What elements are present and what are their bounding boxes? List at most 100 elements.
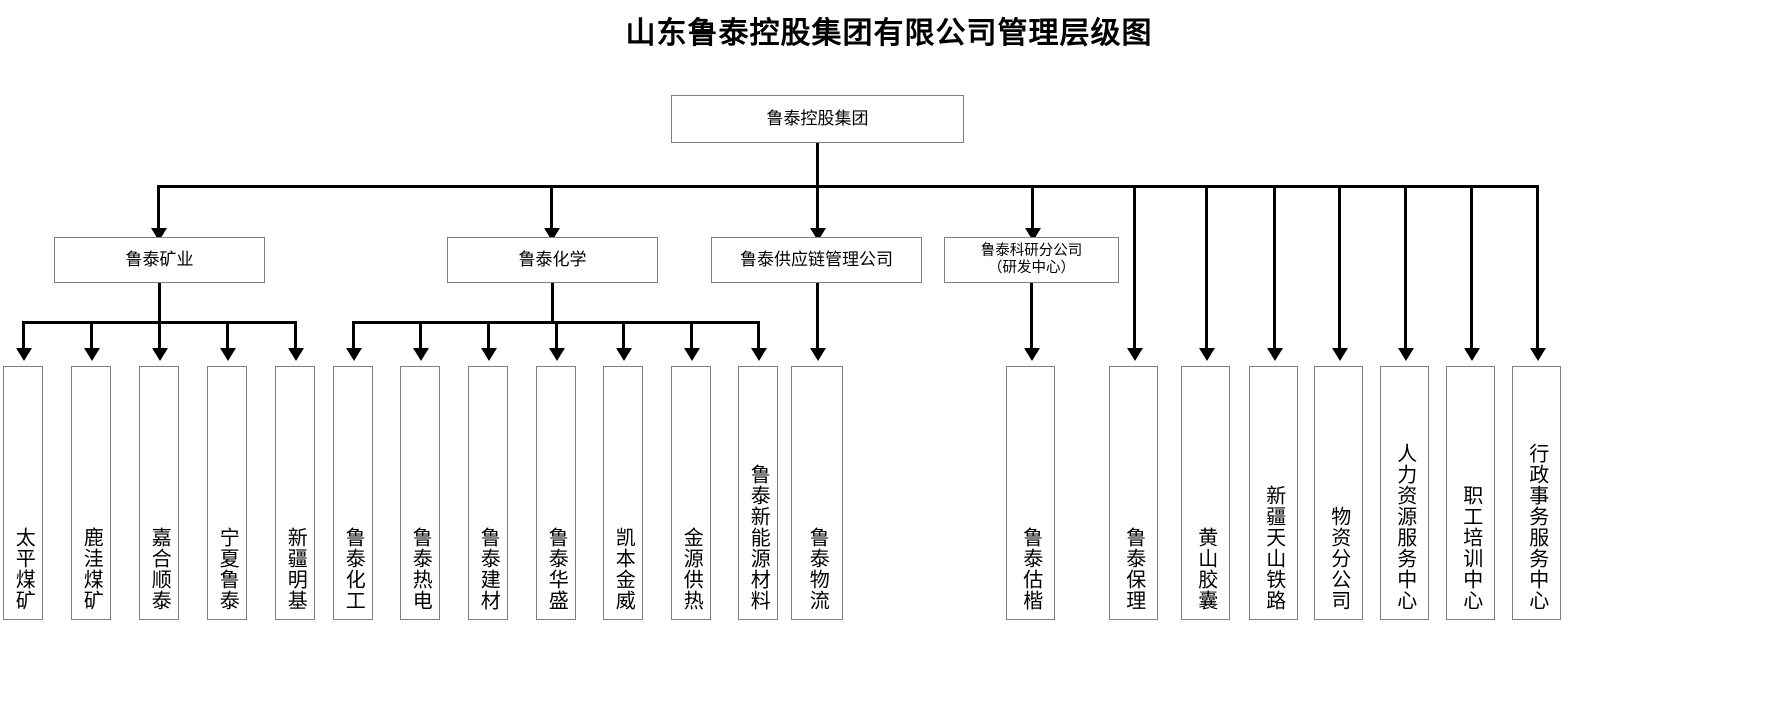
org-node-leaf-direct-5[interactable]: 人力资源服务中心: [1380, 366, 1429, 620]
org-node-leaf-direct-5-label: 人力资源服务中心: [1393, 443, 1416, 611]
arrow-mining-0: [16, 348, 32, 361]
org-node-leaf-supplychain-0-label: 鲁泰物流: [806, 527, 829, 611]
arrow-mining-1: [84, 348, 100, 361]
org-node-leaf-chemical-5[interactable]: 金源供热: [671, 366, 711, 620]
arrow-direct-5: [1398, 348, 1414, 361]
org-node-leaf-mining-3-label: 宁夏鲁泰: [216, 527, 239, 611]
connector-root-stem: [816, 143, 819, 185]
connector-drop-mining-2: [158, 321, 161, 350]
org-node-leaf-chemical-1[interactable]: 鲁泰热电: [400, 366, 440, 620]
org-node-leaf-mining-4-label: 新疆明基: [284, 527, 307, 611]
org-node-leaf-direct-7-label: 行政事务服务中心: [1525, 443, 1548, 611]
org-node-leaf-chemical-0[interactable]: 鲁泰化工: [333, 366, 373, 620]
org-node-leaf-direct-6[interactable]: 职工培训中心: [1446, 366, 1495, 620]
connector-drop-direct-7: [1536, 185, 1539, 350]
org-node-division-supplychain[interactable]: 鲁泰供应链管理公司: [711, 237, 922, 283]
page-title: 山东鲁泰控股集团有限公司管理层级图: [625, 17, 1153, 50]
connector-drop-chemical-2: [487, 321, 490, 350]
connector-drop-direct-0: [1030, 283, 1033, 350]
connector-drop-chemical-5: [690, 321, 693, 350]
org-node-leaf-chemical-2[interactable]: 鲁泰建材: [468, 366, 508, 620]
org-node-leaf-direct-0[interactable]: 鲁泰估楷: [1006, 366, 1055, 620]
arrow-direct-2: [1199, 348, 1215, 361]
arrow-direct-7: [1530, 348, 1546, 361]
org-node-division-supplychain-label: 鲁泰供应链管理公司: [740, 249, 893, 269]
connector-drop-mining-4: [294, 321, 297, 350]
arrow-mining-3: [220, 348, 236, 361]
org-node-division-research-label-line2: （研发中心）: [988, 260, 1075, 276]
org-node-leaf-mining-2[interactable]: 嘉合顺泰: [139, 366, 179, 620]
org-node-division-chemical[interactable]: 鲁泰化学: [447, 237, 658, 283]
arrow-chemical-1: [413, 348, 429, 361]
org-node-leaf-mining-4[interactable]: 新疆明基: [275, 366, 315, 620]
arrow-mining-2: [152, 348, 168, 361]
org-node-leaf-direct-3[interactable]: 新疆天山铁路: [1249, 366, 1298, 620]
org-node-leaf-mining-3[interactable]: 宁夏鲁泰: [207, 366, 247, 620]
connector-drop-direct-1: [1133, 185, 1136, 350]
org-node-division-mining[interactable]: 鲁泰矿业: [54, 237, 265, 283]
connector-drop-division-3: [1031, 185, 1034, 230]
org-node-division-research-label-line1: 鲁泰科研分公司: [980, 242, 1083, 259]
org-node-leaf-direct-7[interactable]: 行政事务服务中心: [1512, 366, 1561, 620]
arrow-chemical-6: [751, 348, 767, 361]
connector-drop-chemical-1: [419, 321, 422, 350]
org-node-leaf-chemical-3[interactable]: 鲁泰华盛: [536, 366, 576, 620]
org-node-leaf-supplychain-0[interactable]: 鲁泰物流: [791, 366, 843, 620]
org-node-leaf-chemical-6[interactable]: 鲁泰新能源材料: [738, 366, 778, 620]
org-node-leaf-chemical-6-label: 鲁泰新能源材料: [747, 464, 770, 611]
org-node-leaf-direct-1[interactable]: 鲁泰保理: [1109, 366, 1158, 620]
org-node-leaf-direct-1-label: 鲁泰保理: [1122, 527, 1145, 611]
arrow-supplychain-0: [810, 348, 826, 361]
arrow-chemical-4: [616, 348, 632, 361]
connector-drop-mining-1: [90, 321, 93, 350]
connector-drop-direct-3: [1273, 185, 1276, 350]
org-node-division-research[interactable]: 鲁泰科研分公司 （研发中心）: [944, 237, 1119, 283]
org-node-leaf-direct-3-label: 新疆天山铁路: [1262, 485, 1285, 611]
connector-main-bus: [157, 185, 1537, 188]
org-node-leaf-mining-0[interactable]: 太平煤矿: [3, 366, 43, 620]
arrow-direct-6: [1464, 348, 1480, 361]
connector-chemical-stem: [551, 283, 554, 321]
connector-drop-chemical-3: [555, 321, 558, 350]
connector-drop-division-2: [816, 185, 819, 230]
connector-drop-division-0: [157, 185, 160, 230]
org-node-root-label: 鲁泰控股集团: [766, 108, 869, 128]
arrow-direct-0: [1024, 348, 1040, 361]
org-node-leaf-direct-4[interactable]: 物资分公司: [1314, 366, 1363, 620]
arrow-chemical-3: [549, 348, 565, 361]
arrow-direct-1: [1127, 348, 1143, 361]
org-node-leaf-mining-2-label: 嘉合顺泰: [148, 527, 171, 611]
org-node-leaf-chemical-2-label: 鲁泰建材: [477, 527, 500, 611]
connector-drop-direct-5: [1404, 185, 1407, 350]
connector-mining-stem: [158, 283, 161, 321]
org-node-division-mining-label: 鲁泰矿业: [125, 249, 194, 269]
arrow-mining-4: [288, 348, 304, 361]
org-node-leaf-direct-6-label: 职工培训中心: [1459, 485, 1482, 611]
org-node-leaf-mining-1[interactable]: 鹿洼煤矿: [71, 366, 111, 620]
org-node-leaf-direct-2[interactable]: 黄山胶囊: [1181, 366, 1230, 620]
org-node-division-chemical-label: 鲁泰化学: [518, 249, 587, 269]
connector-drop-division-1: [550, 185, 553, 230]
org-node-leaf-mining-0-label: 太平煤矿: [12, 527, 35, 611]
org-node-root[interactable]: 鲁泰控股集团: [671, 95, 964, 143]
org-node-leaf-chemical-5-label: 金源供热: [680, 527, 703, 611]
arrow-chemical-0: [346, 348, 362, 361]
org-node-leaf-chemical-4-label: 凯本金威: [612, 527, 635, 611]
org-node-leaf-mining-1-label: 鹿洼煤矿: [80, 527, 103, 611]
org-node-leaf-chemical-1-label: 鲁泰热电: [409, 527, 432, 611]
org-node-leaf-direct-0-label: 鲁泰估楷: [1019, 527, 1042, 611]
connector-drop-mining-0: [22, 321, 25, 350]
connector-supplychain-stem: [816, 283, 819, 350]
arrow-direct-4: [1332, 348, 1348, 361]
arrow-direct-3: [1267, 348, 1283, 361]
connector-drop-direct-2: [1205, 185, 1208, 350]
connector-drop-direct-4: [1338, 185, 1341, 350]
org-node-leaf-direct-2-label: 黄山胶囊: [1194, 527, 1217, 611]
connector-drop-chemical-0: [352, 321, 355, 350]
org-node-leaf-chemical-3-label: 鲁泰华盛: [545, 527, 568, 611]
connector-drop-chemical-4: [622, 321, 625, 350]
org-node-leaf-direct-4-label: 物资分公司: [1327, 506, 1350, 611]
org-node-leaf-chemical-4[interactable]: 凯本金威: [603, 366, 643, 620]
connector-drop-direct-6: [1470, 185, 1473, 350]
